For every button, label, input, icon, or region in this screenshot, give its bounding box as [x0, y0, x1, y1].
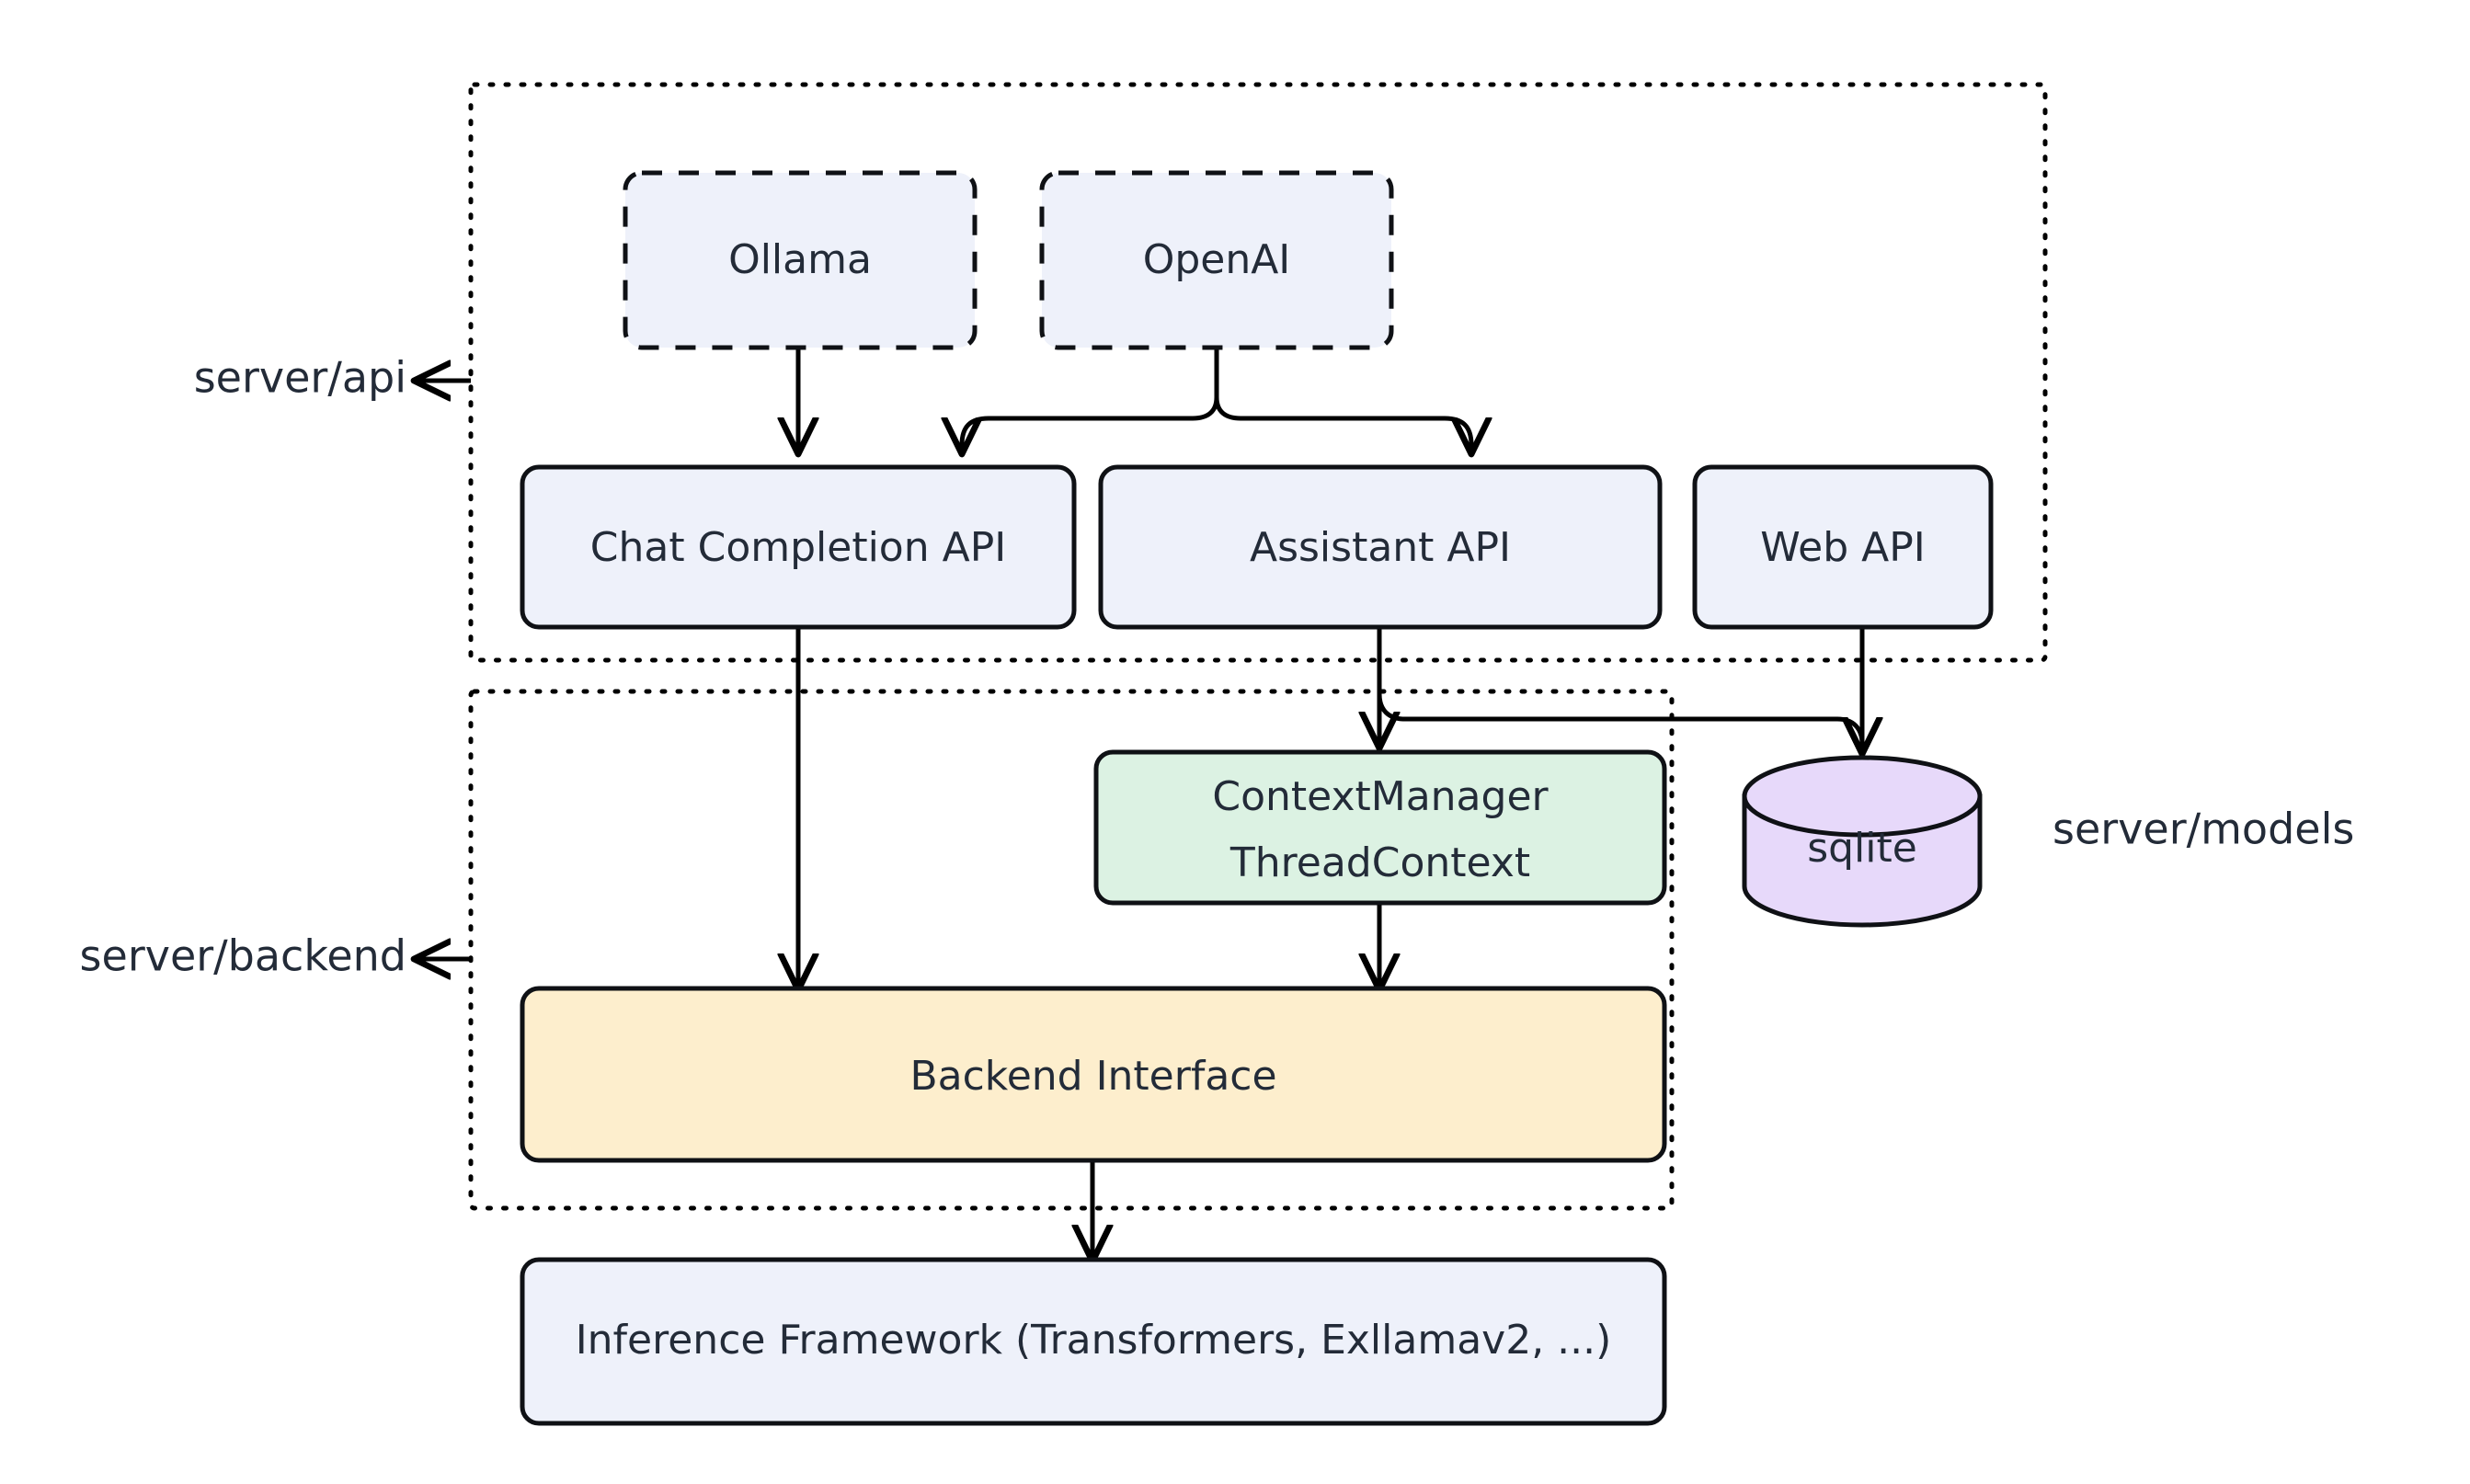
node-context-manager-label-line1: ContextManager	[1212, 773, 1549, 820]
node-openai[interactable]: OpenAI	[1039, 170, 1394, 350]
node-inference-framework-label: Inference Framework (Transformers, Exlla…	[576, 1317, 1612, 1364]
node-chat-completion-api-label: Chat Completion API	[590, 524, 1006, 571]
group-server-api-border	[468, 82, 2048, 663]
node-sqlite-label: sqlite	[1807, 825, 1917, 872]
group-label-server-models: server/models	[2053, 805, 2354, 854]
edge-openai-to-chat-api	[962, 396, 1219, 452]
node-assistant-api[interactable]: Assistant API	[1098, 464, 1663, 630]
group-server-backend-border	[468, 689, 1675, 1211]
node-assistant-api-shape	[1098, 464, 1663, 630]
node-inference-framework[interactable]: Inference Framework (Transformers, Exlla…	[520, 1257, 1667, 1426]
node-ollama-label: Ollama	[728, 236, 872, 283]
edge-openai-to-assistant-api	[1214, 396, 1471, 452]
node-inference-framework-shape	[520, 1257, 1667, 1426]
node-openai-label: OpenAI	[1143, 236, 1291, 283]
node-web-api-shape	[1692, 464, 1994, 630]
node-assistant-api-label: Assistant API	[1250, 524, 1511, 571]
node-context-manager-shape	[1093, 749, 1667, 906]
node-web-api[interactable]: Web API	[1692, 464, 1994, 630]
edge-assistant-api-to-sqlite	[1377, 627, 1862, 752]
node-sqlite[interactable]: sqlite	[1742, 755, 1983, 928]
node-openai-shape	[1039, 170, 1394, 350]
group-label-server-backend: server/backend	[80, 931, 406, 981]
node-web-api-label: Web API	[1760, 524, 1926, 571]
node-context-manager[interactable]: ContextManager ThreadContext	[1093, 749, 1667, 906]
group-label-server-api: server/api	[194, 353, 406, 403]
node-chat-completion-api-shape	[520, 464, 1077, 630]
node-backend-interface[interactable]: Backend Interface	[520, 986, 1667, 1163]
node-chat-completion-api[interactable]: Chat Completion API	[520, 464, 1077, 630]
node-backend-interface-label: Backend Interface	[909, 1053, 1276, 1100]
node-ollama-shape	[623, 170, 978, 350]
node-ollama[interactable]: Ollama	[623, 170, 978, 350]
node-backend-interface-shape	[520, 986, 1667, 1163]
node-sqlite-top-ellipse	[1742, 755, 1983, 838]
node-context-manager-label-line2: ThreadContext	[1229, 839, 1530, 886]
